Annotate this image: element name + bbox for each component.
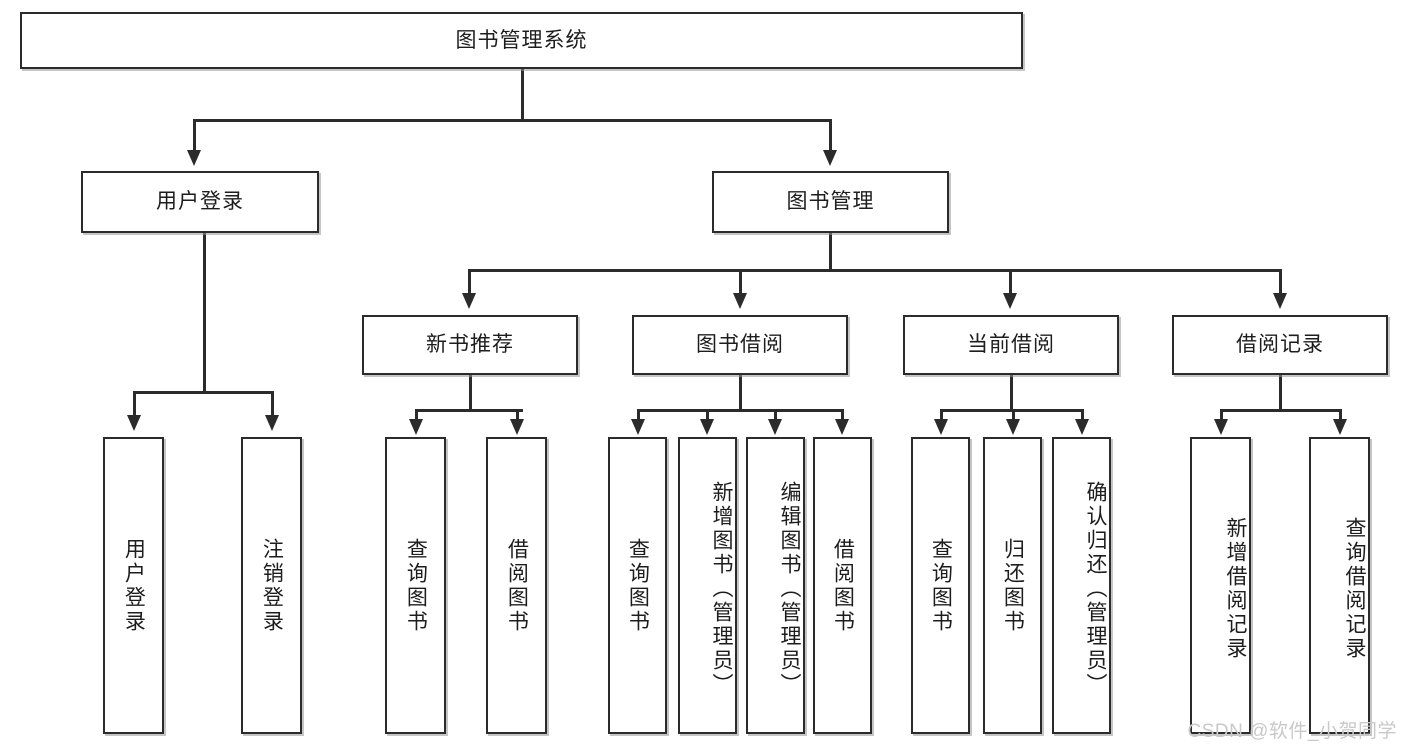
- arrow-user-login-to-leaf-2: [265, 415, 279, 431]
- arrow-bm-to-book-borrow: [733, 293, 747, 309]
- connector-new-book-bus: [415, 409, 523, 412]
- connector-user-login-stem: [203, 233, 206, 393]
- node-leaf-query-book-1[interactable]: 查询图书: [385, 437, 446, 734]
- connector-book-management-stem: [829, 233, 832, 271]
- connector-root-stem: [521, 69, 524, 119]
- connector-borrow-record-stem: [1279, 375, 1282, 411]
- node-leaf-query-book-2[interactable]: 查询图书: [608, 437, 667, 734]
- connector-bb-to-leaf-4: [841, 409, 844, 421]
- node-leaf-confirm-return[interactable]: 确认归还（管理员）: [1052, 437, 1111, 734]
- connector-bb-to-leaf-3: [774, 409, 777, 421]
- connector-cb-to-leaf-3: [1081, 409, 1084, 421]
- node-leaf-user-login[interactable]: 用户登录: [103, 437, 164, 734]
- connector-new-book-stem: [469, 375, 472, 411]
- connector-bm-to-borrow-record: [1279, 269, 1282, 295]
- connector-current-borrow-stem: [1010, 375, 1013, 411]
- connector-book-management-bus: [468, 269, 1282, 272]
- connector-user-login-bus: [133, 391, 273, 394]
- connector-bb-to-leaf-2: [706, 409, 709, 421]
- connector-bm-to-new-book: [468, 269, 471, 295]
- connector-book-borrow-stem: [739, 375, 742, 411]
- node-current-borrow[interactable]: 当前借阅: [903, 315, 1119, 375]
- node-leaf-add-book[interactable]: 新增图书（管理员）: [678, 437, 737, 734]
- arrow-bm-to-new-book: [462, 293, 476, 309]
- node-leaf-return-book[interactable]: 归还图书: [983, 437, 1042, 734]
- arrow-br-to-leaf-2: [1333, 419, 1347, 435]
- node-book-borrow[interactable]: 图书借阅: [632, 315, 848, 375]
- arrow-bm-to-current-borrow: [1003, 293, 1017, 309]
- node-leaf-query-borrow-record[interactable]: 查询借阅记录: [1309, 437, 1370, 734]
- connector-bm-to-current-borrow: [1009, 269, 1012, 295]
- arrow-br-to-leaf-1: [1214, 419, 1228, 435]
- node-new-book-recommend[interactable]: 新书推荐: [362, 315, 578, 375]
- connector-cb-to-leaf-1: [940, 409, 943, 421]
- connector-borrow-record-bus: [1220, 409, 1340, 412]
- connector-root-bus: [193, 119, 831, 122]
- node-user-login[interactable]: 用户登录: [81, 171, 319, 233]
- arrow-cb-to-leaf-2: [1006, 419, 1020, 435]
- arrow-root-to-user-login: [187, 150, 201, 166]
- arrow-root-to-book-management: [823, 150, 837, 166]
- arrow-nb-to-leaf-1: [409, 419, 423, 435]
- connector-nb-to-leaf-2: [516, 409, 519, 421]
- connector-root-to-book-management: [829, 119, 832, 151]
- connector-bb-to-leaf-1: [637, 409, 640, 421]
- arrow-bb-to-leaf-1: [631, 419, 645, 435]
- arrow-bb-to-leaf-4: [835, 419, 849, 435]
- node-leaf-logout[interactable]: 注销登录: [241, 437, 302, 734]
- connector-nb-to-leaf-1: [415, 409, 418, 421]
- connector-cb-to-leaf-2: [1012, 409, 1015, 421]
- csdn-watermark: CSDN @软件_小贺同学: [1187, 721, 1397, 742]
- node-leaf-borrow-book-2[interactable]: 借阅图书: [813, 437, 872, 734]
- connector-br-to-leaf-2: [1339, 409, 1342, 421]
- node-leaf-query-book-3[interactable]: 查询图书: [911, 437, 970, 734]
- arrow-user-login-to-leaf-1: [127, 415, 141, 431]
- arrow-cb-to-leaf-3: [1075, 419, 1089, 435]
- connector-root-to-user-login: [193, 119, 196, 151]
- connector-book-borrow-bus: [637, 409, 843, 412]
- arrow-bb-to-leaf-3: [768, 419, 782, 435]
- arrow-bm-to-borrow-record: [1273, 293, 1287, 309]
- node-leaf-add-borrow-record[interactable]: 新增借阅记录: [1190, 437, 1251, 734]
- arrow-bb-to-leaf-2: [700, 419, 714, 435]
- arrow-nb-to-leaf-2: [510, 419, 524, 435]
- connector-bm-to-book-borrow: [739, 269, 742, 295]
- node-book-management[interactable]: 图书管理: [712, 171, 949, 233]
- node-leaf-edit-book[interactable]: 编辑图书（管理员）: [746, 437, 805, 734]
- connector-user-login-to-leaf-1: [133, 391, 136, 417]
- connector-br-to-leaf-1: [1220, 409, 1223, 421]
- node-leaf-borrow-book-1[interactable]: 借阅图书: [486, 437, 547, 734]
- node-book-management-system[interactable]: 图书管理系统: [20, 12, 1023, 69]
- node-borrow-record[interactable]: 借阅记录: [1172, 315, 1388, 375]
- connector-user-login-to-leaf-2: [271, 391, 274, 417]
- connector-current-borrow-bus: [940, 409, 1082, 412]
- arrow-cb-to-leaf-1: [934, 419, 948, 435]
